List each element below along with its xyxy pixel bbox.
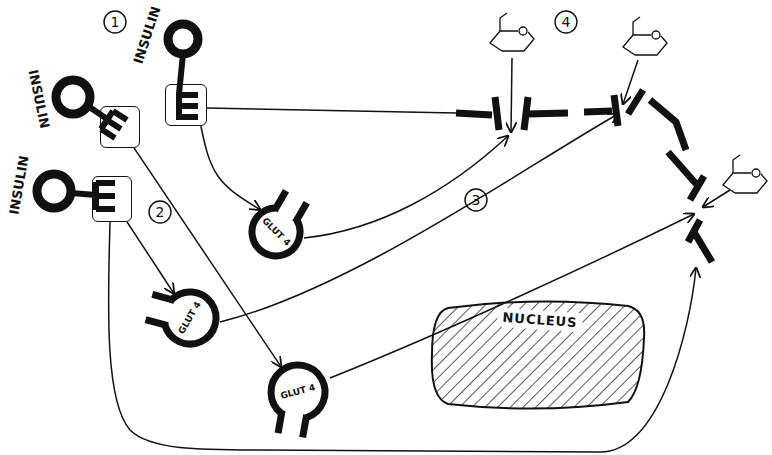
- nucleus-label: NUCLEUS: [497, 308, 583, 333]
- signal-line: [109, 222, 696, 452]
- vesicle-membrane: [252, 208, 300, 256]
- signal-arrow: [127, 222, 174, 293]
- callout-circle: [149, 201, 171, 223]
- glut4-protein: [278, 410, 307, 437]
- glut4-transporter: [524, 97, 568, 130]
- key-ring: [168, 24, 198, 54]
- insulin-receptor: INSULIN: [165, 84, 207, 126]
- glut4-label: GLUT 4: [260, 216, 292, 248]
- key-bit: [71, 182, 115, 210]
- glucose-arrow: [703, 190, 730, 207]
- glut4-transporter: [688, 220, 712, 262]
- translocation-arrow: [330, 214, 694, 378]
- callout-circle: [104, 11, 126, 33]
- glut4-label: GLUT 4: [177, 300, 203, 335]
- vesicle-membrane: [165, 292, 216, 344]
- glut4-vesicle: GLUT 4: [267, 361, 329, 423]
- glut4-label: GLUT 4: [280, 383, 317, 401]
- glucose-arrow: [623, 60, 638, 104]
- glucose-molecule: [723, 155, 767, 193]
- nucleus: NUCLEUS: [428, 298, 646, 412]
- key-ring: [37, 174, 71, 208]
- glut4-vesicle: GLUT 4: [248, 204, 304, 260]
- glucose-molecule: [623, 17, 667, 55]
- signal-arrow: [134, 148, 281, 367]
- signal-arrow: [201, 126, 260, 210]
- key-bit: [88, 106, 127, 138]
- signal-line: [207, 108, 456, 113]
- glucose-molecule: [490, 13, 534, 51]
- glut4-protein: [146, 294, 175, 325]
- glut4-transporter: [628, 90, 686, 150]
- glut4-transporter: [668, 152, 704, 200]
- glut4-vesicle: GLUT 4: [160, 288, 220, 348]
- callout-number: 2: [156, 205, 165, 219]
- insulin-label: INSULIN: [132, 5, 163, 66]
- insulin-receptor: INSULIN: [92, 176, 132, 222]
- callout-number: 3: [472, 193, 481, 207]
- translocation-arrow: [220, 114, 618, 322]
- callout-number: 4: [562, 15, 571, 29]
- glucose-arrow: [511, 58, 512, 132]
- insulin-receptor: INSULIN: [100, 106, 140, 148]
- glut4-protein: [275, 191, 307, 223]
- insulin-label: INSULIN: [8, 155, 31, 216]
- nucleus-body: [432, 301, 644, 408]
- key-bit: [179, 54, 198, 120]
- callout-circle: [555, 11, 577, 33]
- vesicle-membrane: [271, 365, 325, 418]
- glut4-transporter: [584, 95, 618, 126]
- key-ring: [56, 80, 90, 114]
- insulin-label: INSULIN: [27, 69, 52, 130]
- callout-circle: [465, 189, 487, 211]
- translocation-arrow: [304, 136, 508, 238]
- callout-number: 1: [111, 15, 120, 29]
- glut4-transporter: [456, 97, 499, 130]
